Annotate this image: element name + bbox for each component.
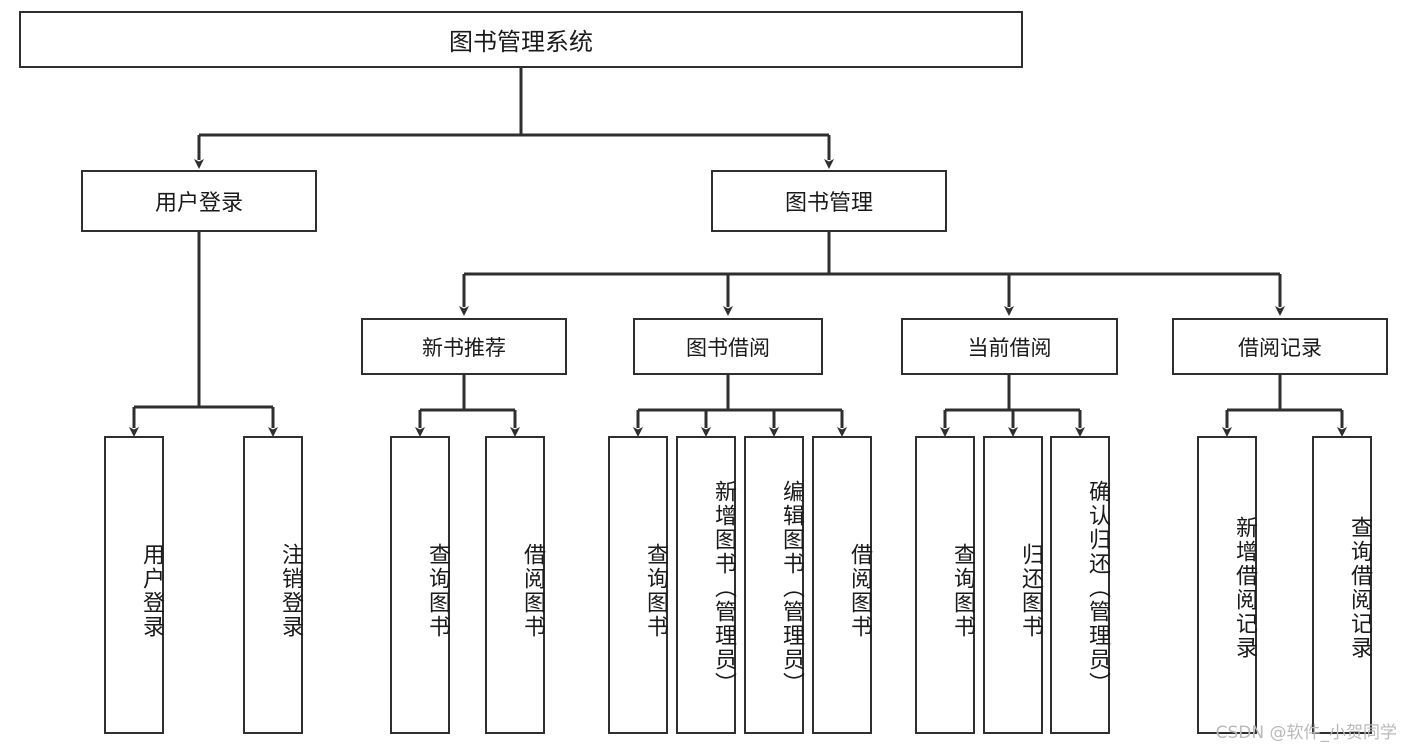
node-leaf-add-book[interactable]: 新增图书（管理员） <box>676 436 736 734</box>
node-leaf-user-logout[interactable]: 注销登录 <box>243 436 303 734</box>
watermark-text: CSDN @软件_小贺同学 <box>1215 723 1397 743</box>
node-label: 借阅图书 <box>520 543 545 639</box>
node-label: 借阅图书 <box>847 543 872 639</box>
node-label: 图书管理系统 <box>449 28 593 56</box>
node-label: 注销登录 <box>278 543 303 639</box>
node-book-management[interactable]: 图书管理 <box>711 170 947 232</box>
node-label: 用户登录 <box>139 543 164 639</box>
node-label: 编辑图书（管理员） <box>779 480 804 696</box>
node-root-system[interactable]: 图书管理系统 <box>19 11 1023 68</box>
node-leaf-edit-book[interactable]: 编辑图书（管理员） <box>744 436 804 734</box>
node-label: 图书管理 <box>784 191 873 216</box>
node-label: 新增借阅记录 <box>1232 516 1257 660</box>
node-leaf-query-record[interactable]: 查询借阅记录 <box>1312 436 1372 734</box>
node-label: 当前借阅 <box>967 335 1052 360</box>
node-borrow-record[interactable]: 借阅记录 <box>1172 318 1388 375</box>
node-leaf-confirm-return[interactable]: 确认归还（管理员） <box>1050 436 1110 734</box>
node-leaf-borrow-book-2[interactable]: 借阅图书 <box>812 436 872 734</box>
node-leaf-query-book-2[interactable]: 查询图书 <box>608 436 668 734</box>
node-label: 查询借阅记录 <box>1347 516 1372 660</box>
node-label: 归还图书 <box>1018 543 1043 639</box>
node-leaf-add-record[interactable]: 新增借阅记录 <box>1197 436 1257 734</box>
node-leaf-user-login[interactable]: 用户登录 <box>104 436 164 734</box>
node-label: 用户登录 <box>154 191 243 216</box>
node-leaf-return-book[interactable]: 归还图书 <box>983 436 1043 734</box>
node-label: 新增图书（管理员） <box>711 480 736 696</box>
node-label: 确认归还（管理员） <box>1085 480 1110 696</box>
node-new-book-recommend[interactable]: 新书推荐 <box>361 318 567 375</box>
node-label: 查询图书 <box>950 543 975 639</box>
node-label: 查询图书 <box>643 543 668 639</box>
node-current-borrow[interactable]: 当前借阅 <box>901 318 1118 375</box>
node-user-login[interactable]: 用户登录 <box>81 170 317 232</box>
node-label: 借阅记录 <box>1238 335 1322 360</box>
node-leaf-query-book-3[interactable]: 查询图书 <box>915 436 975 734</box>
node-label: 新书推荐 <box>422 335 506 360</box>
node-leaf-borrow-book-1[interactable]: 借阅图书 <box>485 436 545 734</box>
node-book-borrow[interactable]: 图书借阅 <box>633 318 823 375</box>
node-label: 图书借阅 <box>686 335 770 360</box>
node-label: 查询图书 <box>425 543 450 639</box>
node-leaf-query-book-1[interactable]: 查询图书 <box>390 436 450 734</box>
